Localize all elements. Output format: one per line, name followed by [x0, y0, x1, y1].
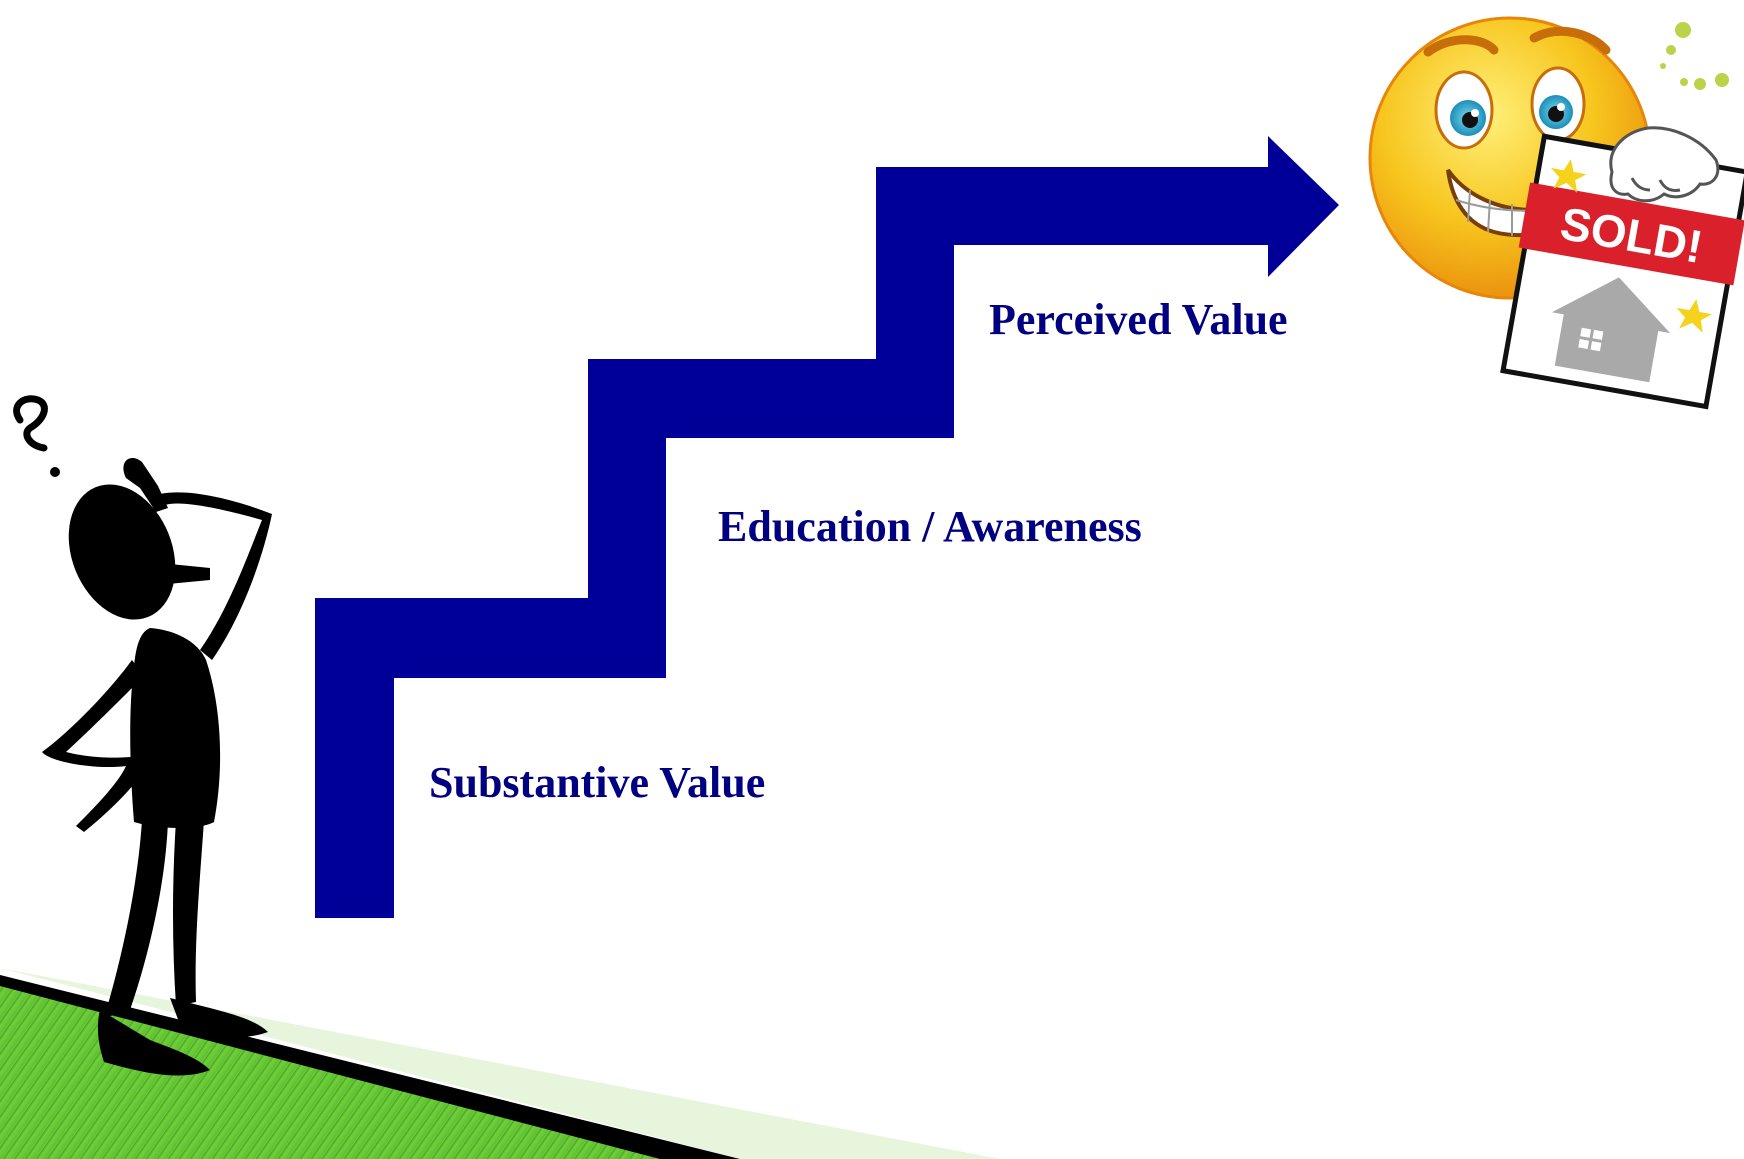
step-label-substantive-value: Substantive Value [429, 758, 766, 807]
sold-sign: SOLD! [1500, 133, 1744, 410]
question-mark-icon [13, 395, 48, 452]
figure-left-leg [104, 820, 168, 1018]
slope-highlight [0, 968, 1000, 1159]
house-icon [1551, 277, 1671, 383]
figure-torso [130, 628, 221, 828]
step-label-perceived-value: Perceived Value [989, 295, 1288, 344]
sold-banner [1518, 182, 1744, 286]
figure-hip-arm [42, 660, 144, 832]
figure-right-foot [170, 998, 268, 1038]
gloved-hand [1609, 126, 1720, 203]
figure-raised-arm [160, 492, 272, 660]
figure-head [68, 484, 176, 620]
staircase-shape [315, 136, 1339, 918]
star-icon [1550, 159, 1587, 193]
star-icon [1676, 299, 1713, 333]
figure-right-leg [173, 820, 204, 1006]
step-label-education-awareness: Education / Awareness [718, 502, 1142, 551]
figure-left-foot [97, 1010, 210, 1076]
sparkle-dots-icon [1660, 22, 1729, 90]
question-mark-dot [50, 467, 60, 477]
